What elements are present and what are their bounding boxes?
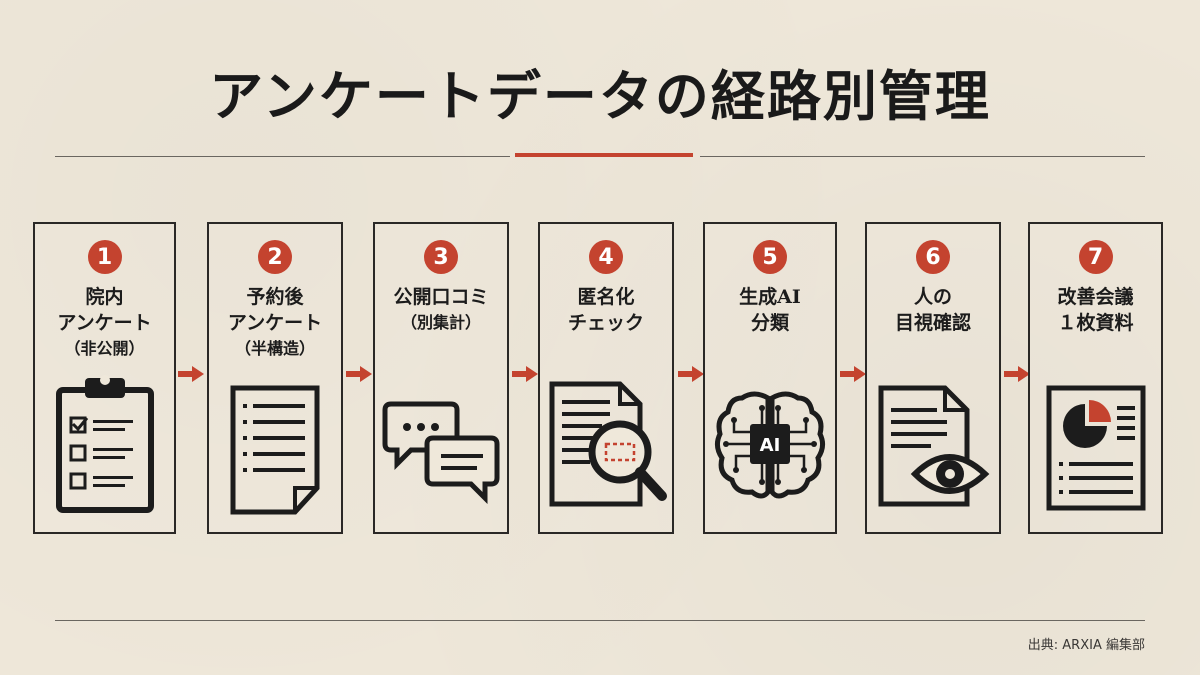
step-card-1: 1 院内 アンケート （非公開） [33, 222, 176, 534]
magnifier-document-icon [549, 381, 667, 507]
step-label: 改善会議 １枚資料 [1030, 284, 1161, 336]
svg-text:AI: AI [760, 435, 781, 456]
step-label-line: チェック [567, 312, 644, 334]
arrow-right-icon [840, 366, 866, 382]
step-card-7: 7 改善会議 １枚資料 [1028, 222, 1163, 534]
footer-divider [55, 620, 1145, 621]
arrow-right-icon [1004, 366, 1030, 382]
step-label: 予約後 アンケート （半構造） [209, 284, 341, 362]
step-label-line: 予約後 [246, 286, 304, 308]
step-number-badge: 5 [753, 240, 787, 274]
title-divider-left [55, 156, 510, 157]
step-label: 生成AI 分類 [705, 284, 835, 336]
step-label-sub: （非公開） [64, 339, 145, 358]
page-title: アンケートデータの経路別管理 [209, 64, 991, 128]
step-label-line: １枚資料 [1057, 312, 1134, 334]
title-divider-right [700, 156, 1145, 157]
step-number-badge: 6 [916, 240, 950, 274]
document-icon [230, 385, 320, 515]
step-label-line: 匿名化 [577, 286, 635, 308]
step-number-badge: 1 [87, 240, 122, 274]
step-number-badge: 3 [424, 240, 458, 274]
report-pie-chart-icon [1046, 385, 1145, 511]
source-credit: 出典: ARXIA 編集部 [1027, 638, 1145, 653]
step-label-line: 公開口コミ [393, 286, 489, 308]
step-label-line: 目視確認 [894, 312, 971, 334]
step-label-line: アンケート [57, 312, 152, 334]
step-number-badge: 2 [258, 240, 292, 274]
step-card-6: 6 人の 目視確認 [865, 222, 1001, 534]
arrow-right-icon [678, 366, 704, 382]
step-label: 院内 アンケート （非公開） [35, 284, 174, 362]
document-eye-icon [878, 385, 990, 507]
step-label-line: 分類 [750, 312, 789, 334]
step-number-badge: 4 [589, 240, 623, 274]
speech-bubbles-icon [382, 401, 500, 504]
step-label: 匿名化 チェック [540, 284, 672, 336]
clipboard-checklist-icon [55, 375, 154, 513]
title-divider-accent [515, 153, 693, 157]
step-card-2: 2 予約後 アンケート （半構造） [207, 222, 343, 534]
step-number-badge: 7 [1078, 240, 1113, 274]
arrow-right-icon [178, 366, 204, 382]
step-card-3: 3 公開口コミ （別集計） [373, 222, 509, 534]
step-label-line: 生成AI [739, 286, 801, 308]
step-card-4: 4 匿名化 チェック [538, 222, 674, 534]
ai-brain-icon: AI [714, 391, 826, 499]
arrow-right-icon [512, 366, 538, 382]
step-label: 人の 目視確認 [867, 284, 999, 336]
step-card-5: 5 生成AI 分類 AI [703, 222, 837, 534]
step-label: 公開口コミ （別集計） [375, 284, 507, 336]
step-label-line: アンケート [227, 312, 323, 334]
step-label-line: 改善会議 [1057, 286, 1134, 308]
step-label-sub: （半構造） [234, 339, 315, 358]
step-label-line: 院内 [85, 286, 124, 308]
step-label-sub: （別集計） [400, 313, 481, 332]
arrow-right-icon [346, 366, 372, 382]
step-label-line: 人の [913, 286, 952, 308]
